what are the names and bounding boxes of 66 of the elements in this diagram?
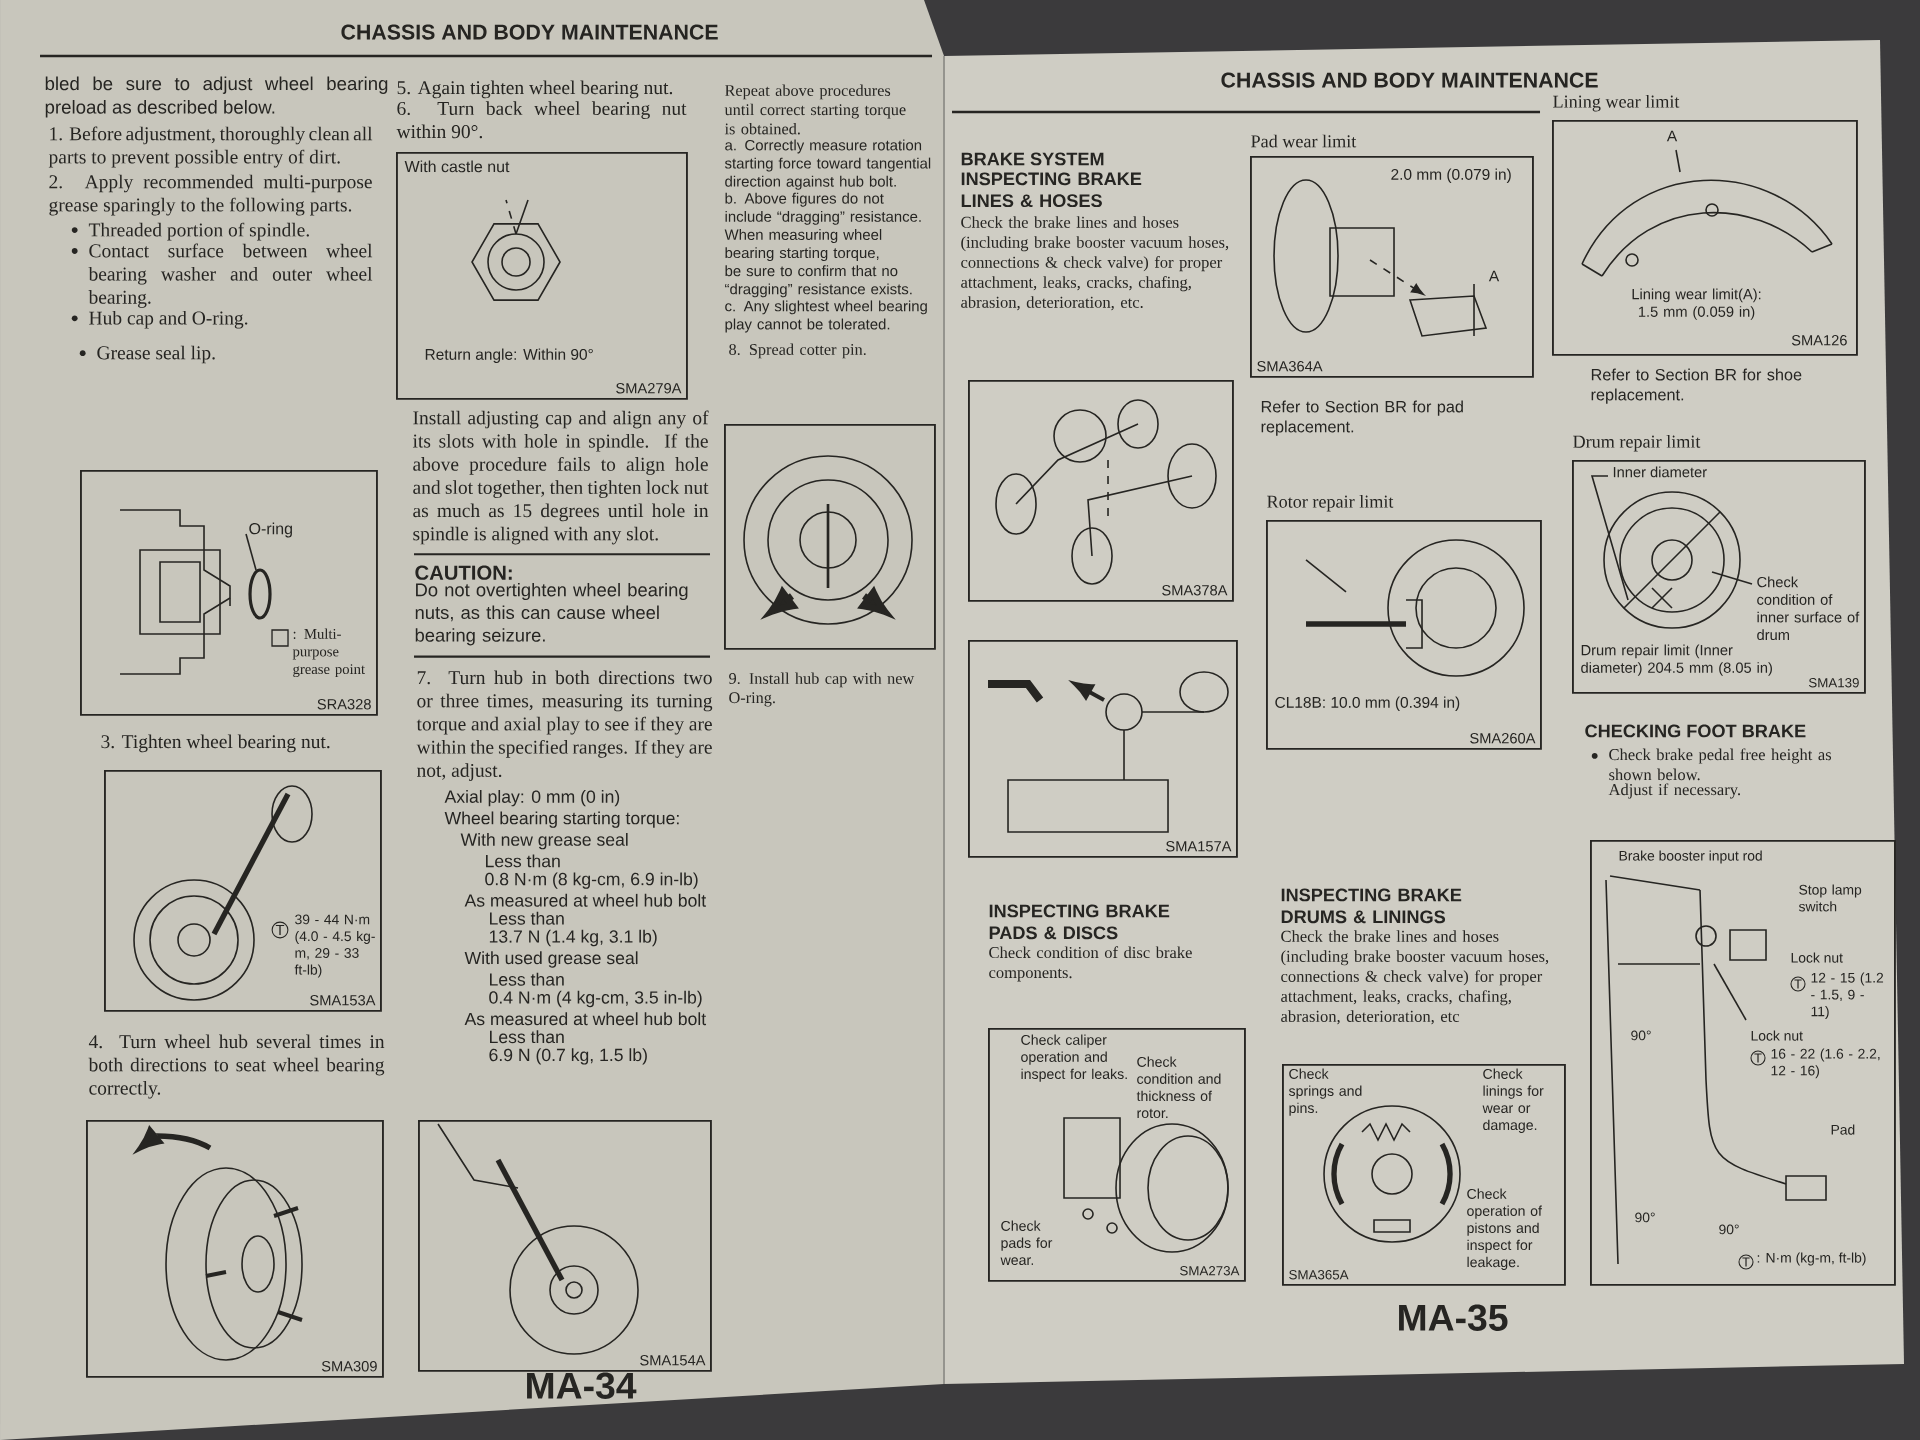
paragraph: 5. Again tighten wheel bearing nut. [397, 80, 673, 99]
callout-text: With castle nut [404, 160, 510, 173]
figure-title: Drum repair limit [1573, 435, 1701, 452]
spec-line: As measured at wheel hub bolt [464, 1012, 707, 1026]
paragraph: 8. Spread cotter pin. [729, 343, 866, 359]
section-heading: CHECKING FOOT BRAKE [1585, 724, 1806, 738]
figure-box [1552, 94, 1858, 356]
spec-line: Axial play: 0 mm (0 in) [444, 790, 620, 807]
paragraph: Check the brake lines and hoses (including brake booster vacuum hoses, connections & check valve) for proper attachment, leaks, cracks, chafing, abrasion, deterioration, etc [1281, 930, 1549, 1025]
spec-line: Less than [490, 911, 564, 925]
paragraph: Adjust if necessary. [1608, 783, 1740, 799]
spec-line: With used grease seal [464, 951, 638, 968]
figure-title: Rotor repair limit [1267, 495, 1394, 512]
section-heading: INSPECTING BRAKE DRUMS & LININGS [1281, 888, 1462, 924]
spec-line: As measured at wheel hub bolt [464, 893, 707, 907]
figure-box [396, 152, 688, 400]
figure-box [1266, 495, 1542, 750]
spec-line: Less than [490, 1030, 564, 1044]
callout-text: O-ring [249, 522, 292, 538]
paragraph: 3. Tighten wheel bearing nut. [101, 734, 330, 753]
spec-line: Less than [490, 972, 564, 986]
figure-box [1572, 435, 1866, 694]
spec-line: Wheel bearing starting torque: [444, 811, 679, 828]
figure-box [418, 1120, 712, 1372]
figure-box [968, 380, 1234, 602]
figure-box [86, 1120, 384, 1378]
paragraph: Repeat above procedures until correct starting torque is obtained. [724, 84, 906, 135]
bullet-item: Grease seal lip. [79, 345, 215, 364]
paragraph: 7. Turn hub in both directions two or three times, measuring its turning torque and axial play to see if they are within the specified ranges. If they are not, adjust. [416, 670, 713, 781]
figure-title: Pad wear limit [1251, 134, 1357, 148]
figure-box [80, 470, 378, 716]
section-heading: INSPECTING BRAKE PADS & DISCS [989, 904, 1170, 940]
paragraph: Install adjusting cap and align any of its slots with hole in spindle. If the above procedure fails to align hole and slot together, then tighten lock nut as much as 15 degrees until hole in spindle is aligned with any slot. [412, 410, 709, 545]
paragraph: Check condition of disc brake components. [989, 946, 1192, 982]
page-number: MA-35 [1399, 1304, 1508, 1331]
spec-line: Less than [486, 854, 560, 868]
section-heading: INSPECTING BRAKE LINES & HOSES [961, 172, 1142, 208]
figure-box [104, 770, 382, 1012]
figure-box [968, 640, 1238, 858]
paragraph: Refer to Section BR for pad replacement. [1261, 400, 1463, 436]
bullet-item: Threaded portion of spindle. [71, 222, 309, 241]
paragraph: 9. Install hub cap with new O-ring. [729, 672, 915, 707]
bullet-item: Check brake pedal free height as shown below. [1591, 748, 1832, 781]
paragraph: Check the brake lines and hoses (including brake booster vacuum hoses, connections & check valve) for proper attachment, leaks, cracks, chafing, abrasion, deterioration, etc. [961, 216, 1229, 311]
figure-title: Lining wear limit [1553, 94, 1680, 112]
figure-box [1250, 134, 1534, 378]
caution-text: Do not overtighten wheel bearing nuts, as this can cause wheel bearing seizure. [415, 582, 688, 646]
paragraph: bled be sure to adjust wheel bearing preload as described below. [45, 76, 388, 118]
spec-line: 0.4 N·m (4 kg-cm, 3.5 in-lb) [489, 990, 702, 1008]
bullet-item: Contact surface between wheel bearing washer and outer wheel bearing. [71, 243, 373, 308]
running-header: CHASSIS AND BODY MAINTENANCE [341, 24, 718, 40]
spec-line: 0.8 N·m (8 kg-cm, 6.9 in-lb) [485, 872, 698, 889]
paragraph: 1. Before adjustment, thoroughly clean all parts to prevent possible entry of dirt. [48, 126, 373, 168]
figure-box [1282, 1064, 1566, 1286]
figure-box [724, 424, 936, 650]
figure-box [988, 1028, 1246, 1282]
spec-line: With new grease seal [460, 832, 628, 850]
spec-line: 13.7 N (1.4 kg, 3.1 lb) [489, 929, 657, 947]
spec-line: 6.9 N (0.7 kg, 1.5 lb) [489, 1048, 647, 1065]
paragraph: 4. Turn wheel hub several times in both directions to seat wheel bearing correctly. [88, 1034, 385, 1099]
caution-heading: CAUTION: [414, 553, 710, 580]
paragraph: 2. Apply recommended multi-purpose grease sparingly to the following parts. [49, 174, 372, 216]
section-heading: BRAKE SYSTEM [961, 152, 1104, 166]
figure-box [1590, 840, 1896, 1286]
bullet-item: Hub cap and O-ring. [71, 310, 248, 329]
running-header: CHASSIS AND BODY MAINTENANCE [1221, 72, 1598, 88]
